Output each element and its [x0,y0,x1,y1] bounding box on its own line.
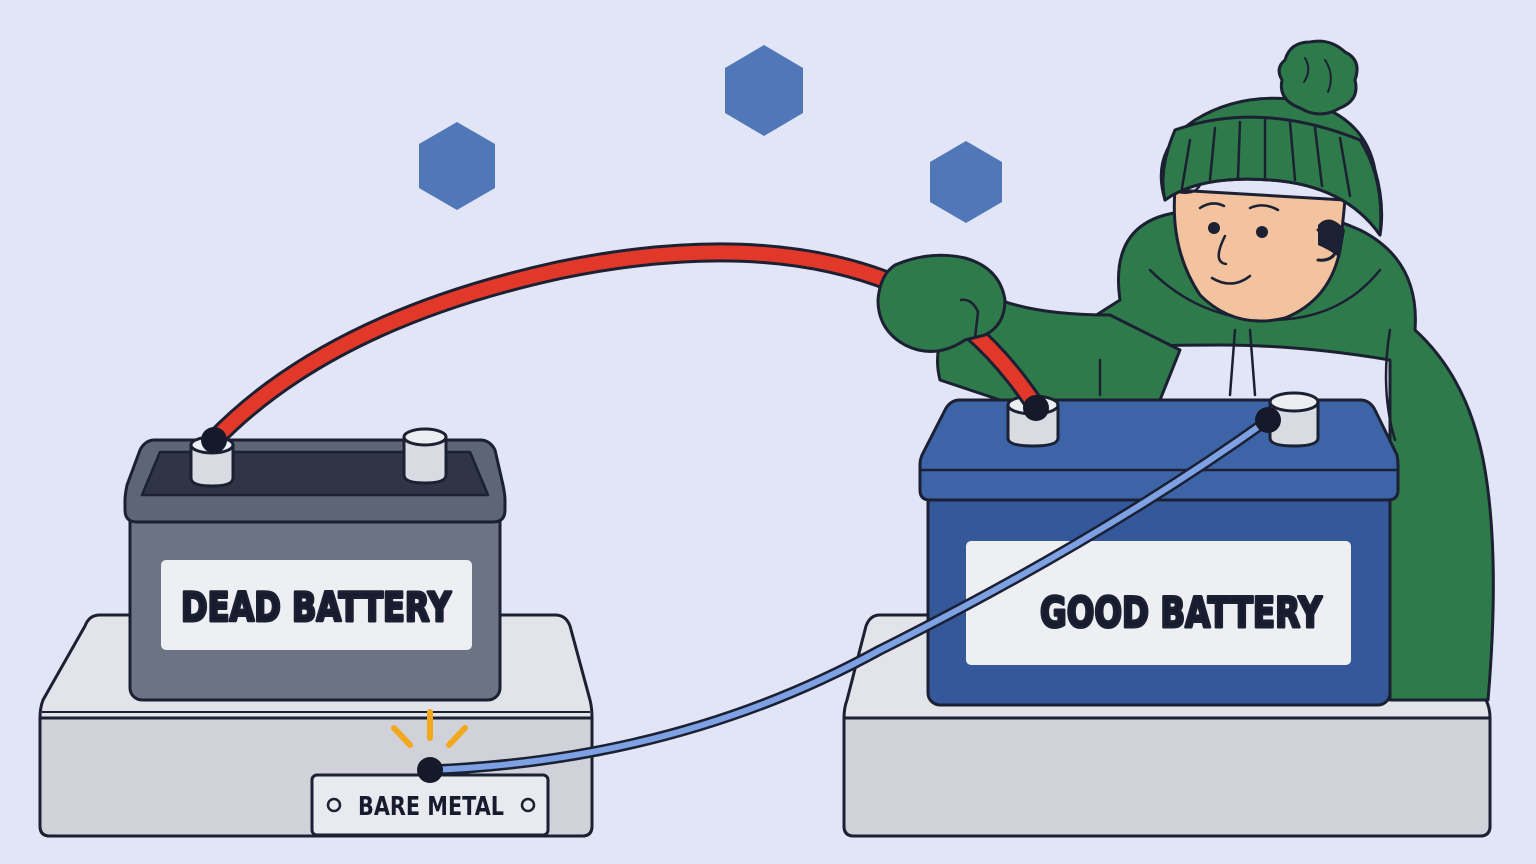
snowflake-hexagon-icon [930,141,1002,223]
screw-icon [326,797,342,813]
clamp-good-positive [1023,395,1049,421]
clamp-dead-positive [201,427,227,453]
good-battery-label: GOOD BATTERY [1040,588,1322,637]
negative-cable [424,414,1274,776]
snowflake-hexagon-icon [725,45,803,136]
person-illustration [936,39,1495,702]
snowflake-group [419,45,1002,223]
good-battery-label-plate [966,541,1351,665]
dead-battery-negative-terminal [402,427,448,485]
screw-icon [520,797,536,813]
dead-battery-label-plate [161,560,472,650]
spark-icon [391,709,468,748]
eye [1208,222,1220,234]
bare-metal-label: BARE METAL [358,792,504,822]
dead-battery-label: DEAD BATTERY [181,585,452,631]
clamp-good-negative [1255,407,1281,433]
gloved-hand [876,253,1007,353]
bare-metal-plate: BARE METAL [310,773,550,837]
clamp-bare-metal [417,757,443,783]
dead-battery: DEAD BATTERY [123,427,507,702]
eye [1256,226,1268,238]
good-battery: GOOD BATTERY [918,391,1400,707]
snowflake-hexagon-icon [419,122,495,210]
good-battery-negative-terminal [1268,391,1320,448]
